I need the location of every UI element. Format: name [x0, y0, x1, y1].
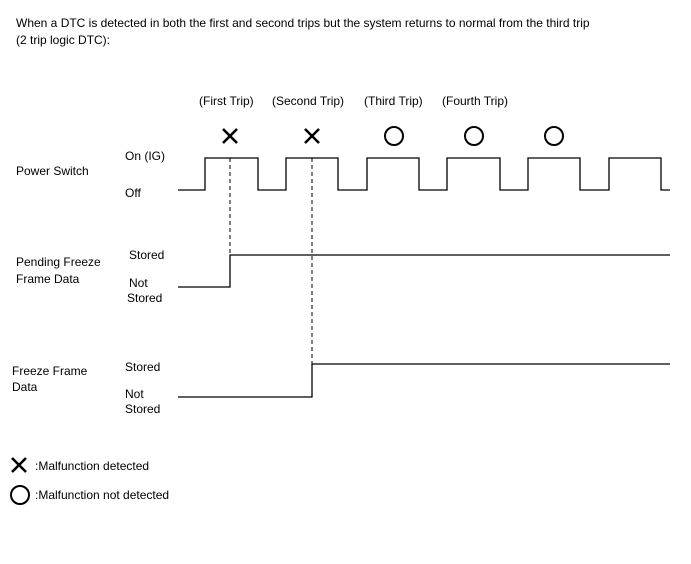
trip-label-fourth: (Fourth Trip) — [442, 94, 508, 108]
freeze-frame-not-stored-line-2: Stored — [125, 402, 160, 416]
legend-not-detected-label: :Malfunction not detected — [35, 488, 169, 502]
malfunction-detected-icon — [304, 128, 320, 144]
trip-label-third: (Third Trip) — [364, 94, 423, 108]
malfunction-not-detected-icon — [384, 126, 404, 146]
trip-label-first: (First Trip) — [199, 94, 254, 108]
legend-detected-icon — [11, 457, 27, 473]
pending-freeze-label-line-1: Pending Freeze — [16, 255, 101, 269]
header-line-1: When a DTC is detected in both the first… — [16, 16, 590, 30]
power-switch-off-label: Off — [125, 186, 141, 200]
pending-freeze-label-line-2: Frame Data — [16, 272, 80, 286]
power-switch-label: Power Switch — [16, 164, 89, 178]
legend-not-detected-icon — [10, 485, 30, 505]
header-line-2: (2 trip logic DTC): — [16, 33, 110, 47]
malfunction-not-detected-icon — [464, 126, 484, 146]
trip-label-second: (Second Trip) — [272, 94, 344, 108]
legend-detected-label: :Malfunction detected — [35, 459, 149, 473]
power-switch-on-label: On (IG) — [125, 149, 165, 163]
pending-freeze-not-stored-line-1: Not — [129, 276, 148, 290]
malfunction-detected-icon — [222, 128, 238, 144]
freeze-frame-label-line-1: Freeze Frame — [12, 364, 88, 378]
pending-freeze-waveform — [178, 254, 670, 288]
freeze-frame-label-line-2: Data — [12, 380, 38, 394]
freeze-frame-not-stored-line-1: Not — [125, 387, 144, 401]
power-switch-waveform — [178, 157, 670, 191]
freeze-frame-waveform — [178, 363, 670, 398]
pending-freeze-stored-label: Stored — [129, 248, 164, 262]
freeze-frame-stored-label: Stored — [125, 360, 160, 374]
pending-freeze-not-stored-line-2: Stored — [127, 291, 162, 305]
malfunction-not-detected-icon — [544, 126, 564, 146]
